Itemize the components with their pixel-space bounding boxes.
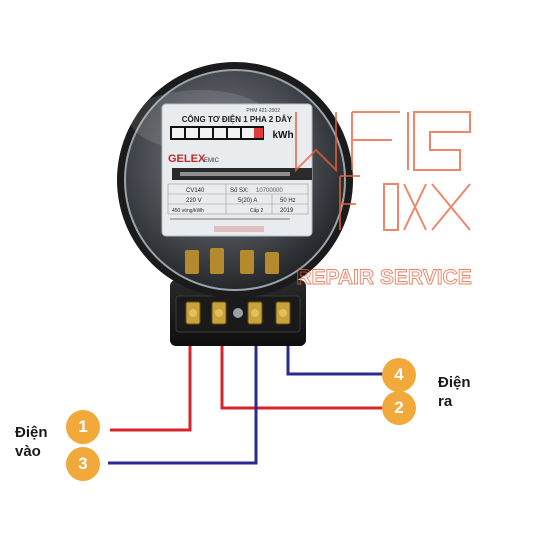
output-label: Điện ra [438,373,471,411]
output-label-line2: ra [438,393,453,410]
meter-title: CÔNG TƠ ĐIỆN 1 PHA 2 DÂY [182,115,293,124]
meter-brand-suffix: EMIC [204,158,220,164]
meter-frequency: 50 Hz [280,198,296,204]
meter-year: 2019 [280,208,294,214]
wire-terminal-4 [286,346,386,376]
meter-serial-label: Số SX: [230,188,249,194]
wire-terminal-3 [108,346,258,465]
terminal-badge-2: 2 [382,391,416,425]
wires [108,346,386,465]
input-label: Điện vào [15,423,48,461]
output-label-line1: Điện [438,374,471,391]
watermark-logo [295,111,471,231]
meter-current: 5(20) A [238,198,257,204]
meter-constant: 450 vòng/kWh [172,208,204,214]
electric-meter: PHM 421-2002 CÔNG TƠ ĐIỆN 1 PHA 2 DÂY kW… [117,62,353,298]
terminal-badge-3: 3 [66,447,100,481]
meter-serial: 10700000 [256,188,283,194]
meter-brand: GELEX [168,153,206,165]
meter-top-code: PHM 421-2002 [246,108,280,114]
meter-class: Cấp 2 [250,208,264,214]
terminal-badge-1: 1 [66,410,100,444]
input-label-line1: Điện [15,424,48,441]
terminal-badge-4: 4 [382,358,416,392]
watermark-text: REPAIR SERVICE [296,266,471,289]
meter-model: CV140 [186,188,205,194]
wire-terminal-1 [110,346,192,432]
terminal-block [170,280,306,346]
meter-unit: kWh [272,130,293,141]
wire-terminal-2 [220,346,386,410]
meter-voltage: 220 V [186,198,202,204]
input-label-line2: vào [15,443,41,460]
